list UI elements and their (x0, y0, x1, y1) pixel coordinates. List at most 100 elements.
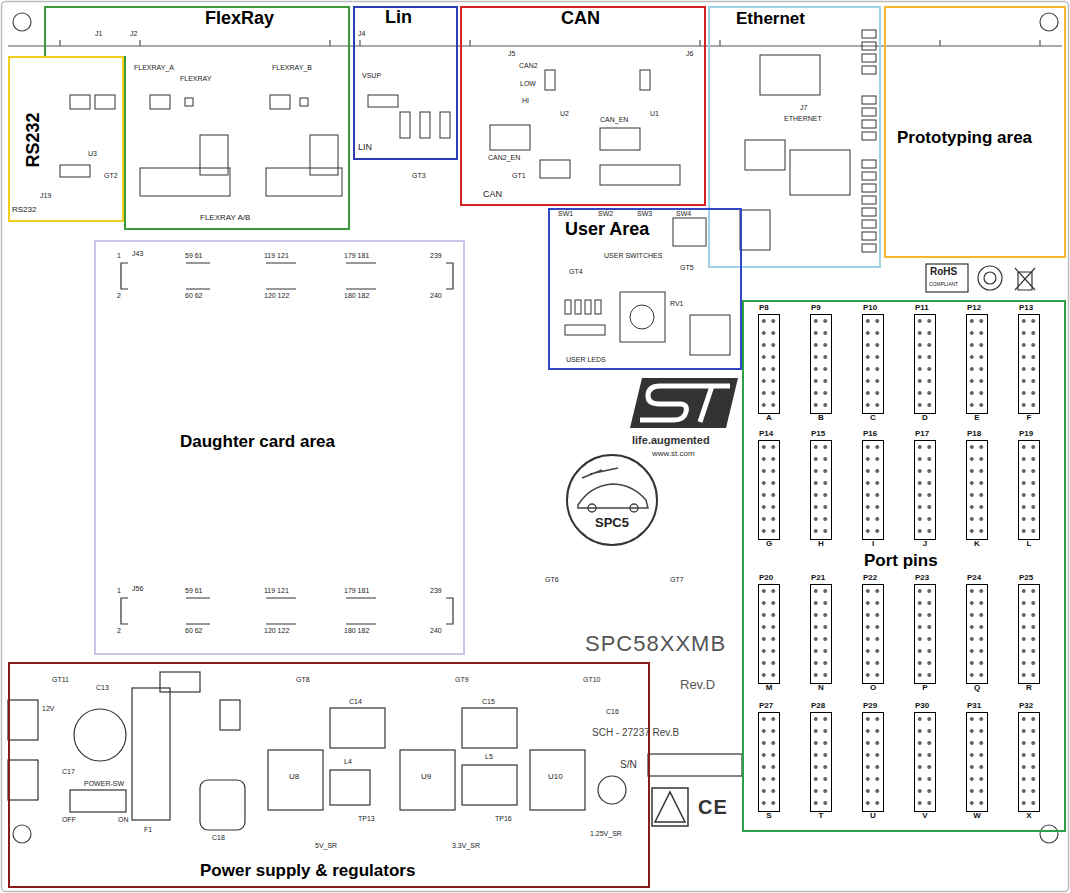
esd-symbol (652, 788, 688, 826)
region-heading: Ethernet (734, 10, 807, 29)
pin-header: P9B (810, 314, 832, 414)
silkscreen-label: 59 61 (185, 252, 203, 260)
ethernet-components (862, 66, 876, 74)
header-name: P28 (811, 702, 825, 711)
power-components (598, 776, 626, 804)
silkscreen-label: 119 121 (264, 252, 289, 260)
pin-header: P31W (966, 712, 988, 812)
silkscreen-label: GT9 (455, 676, 469, 684)
silkscreen-label: GT5 (680, 264, 694, 272)
rohs-mark (984, 272, 996, 284)
flexray-components (150, 95, 170, 109)
pin-header: P10C (862, 314, 884, 414)
silkscreen-label: COMPLIANT (929, 282, 958, 288)
spc5-logo-circle: SPC5 (566, 454, 658, 546)
silkscreen-label: 240 (430, 292, 442, 300)
user-components (630, 305, 654, 329)
header-name: P32 (1019, 702, 1033, 711)
silkscreen-label: 2 (117, 627, 121, 635)
pin-header: P22O (862, 584, 884, 684)
header-name: P24 (967, 574, 981, 583)
power-components (220, 700, 240, 730)
header-name: P27 (759, 702, 773, 711)
silkscreen-label: OFF (62, 816, 76, 824)
edge-connector (8, 40, 1062, 46)
silkscreen-label: POWER-SW (84, 780, 124, 788)
silkscreen-label: Rev.D (680, 678, 715, 692)
region-outline (45, 7, 349, 229)
rohs-mark (926, 264, 968, 292)
power-components (70, 790, 126, 812)
silkscreen-label: TP13 (358, 815, 375, 823)
ethernet-components (862, 132, 876, 140)
silkscreen-label: FLEXRAY_B (272, 64, 312, 72)
ethernet-components (862, 54, 876, 62)
silkscreen-label: www.st.com (652, 450, 695, 459)
silkscreen-label: C18 (212, 834, 225, 842)
silkscreen-label: J6 (686, 50, 693, 58)
port-letter: A (759, 414, 779, 423)
lin-components (400, 112, 410, 138)
flexray-region: FlexRay (44, 6, 350, 230)
user-components (673, 218, 706, 246)
ethernet-components (862, 232, 876, 240)
user-region: User Area (548, 208, 742, 370)
port-letter: E (967, 414, 987, 423)
silkscreen-label: ON (118, 816, 129, 824)
silkscreen-label: 5V_SR (315, 842, 337, 850)
user-components (585, 300, 591, 314)
can-components (490, 125, 530, 150)
ethernet-components (862, 30, 876, 38)
silkscreen-label: 1 (117, 587, 121, 595)
pin-header: P12E (966, 314, 988, 414)
ethernet-components (862, 96, 876, 104)
silkscreen-label: L5 (485, 753, 493, 761)
port-letter: M (759, 684, 779, 693)
flexray-components (140, 95, 342, 196)
can-components (600, 165, 680, 185)
can-components (545, 70, 555, 90)
port-letter: S (759, 812, 779, 821)
silkscreen-label: U3 (88, 150, 97, 158)
silkscreen-label: 239 (430, 252, 442, 260)
region-heading: Daughter card area (178, 433, 337, 452)
power-components (8, 760, 38, 800)
region-outline (44, 6, 350, 230)
ethernet-components (862, 42, 876, 50)
pin-header: P20M (758, 584, 780, 684)
ethernet-components (740, 30, 876, 252)
silkscreen-label: SCH - 27237 Rev.B (592, 727, 679, 738)
power-components (530, 750, 585, 810)
flexray-components (270, 95, 290, 109)
flexray-components (266, 168, 342, 196)
pin-header: P28T (810, 712, 832, 812)
spc5-car (630, 504, 638, 512)
header-name: P30 (915, 702, 929, 711)
serial-number-box (648, 754, 742, 776)
spc5-car (578, 468, 648, 512)
silkscreen-label: GT2 (104, 172, 118, 180)
power-components (330, 770, 370, 805)
logo-circle (566, 454, 658, 546)
silkscreen-label: 179 181 (344, 252, 369, 260)
user-components (595, 300, 601, 314)
power-components (74, 709, 126, 761)
silkscreen-label: GT7 (670, 576, 684, 584)
silkscreen-label: FLEXRAY (180, 75, 211, 83)
silkscreen-label: U2 (560, 110, 569, 118)
header-name: P12 (967, 304, 981, 313)
ethernet-components (862, 244, 876, 252)
daughter-connector-bracket (121, 598, 453, 624)
port-letter: W (967, 812, 987, 821)
silkscreen-label: 59 61 (185, 587, 203, 595)
silkscreen-label: TP16 (495, 815, 512, 823)
ethernet-components (862, 196, 876, 204)
silkscreen-label: SW2 (598, 210, 613, 218)
flexray-components (310, 135, 338, 175)
silkscreen-label: 239 (430, 587, 442, 595)
port-letter: Q (967, 684, 987, 693)
can-region: CAN (460, 6, 706, 206)
mounting-hole (13, 825, 31, 843)
